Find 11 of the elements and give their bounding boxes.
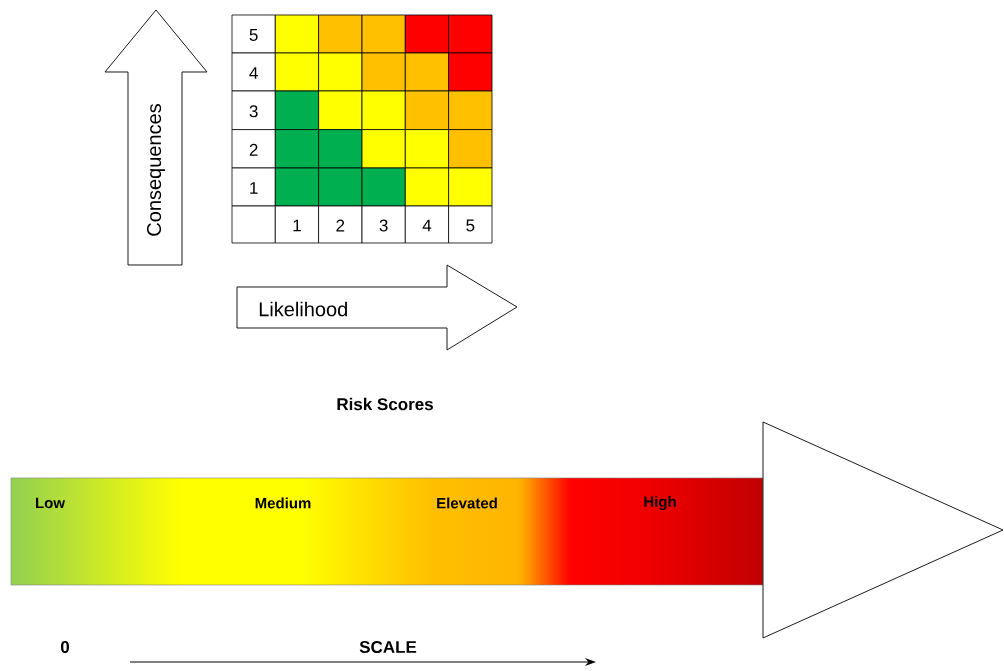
heading: Risk Scores bbox=[337, 397, 433, 411]
grid-cell: 1 bbox=[274, 205, 319, 244]
grid-cell: 5 bbox=[231, 14, 276, 54]
grid-cell: 4 bbox=[404, 205, 449, 244]
grid-cell: 2 bbox=[318, 205, 363, 244]
grid-cell: 5 bbox=[448, 205, 493, 244]
grid-cell: 4 bbox=[231, 52, 276, 92]
grid-cell: 2 bbox=[231, 129, 276, 169]
grid-cell: 3 bbox=[231, 90, 276, 130]
grid-cell: 3 bbox=[361, 205, 406, 244]
grid-cell: 1 bbox=[231, 167, 276, 207]
